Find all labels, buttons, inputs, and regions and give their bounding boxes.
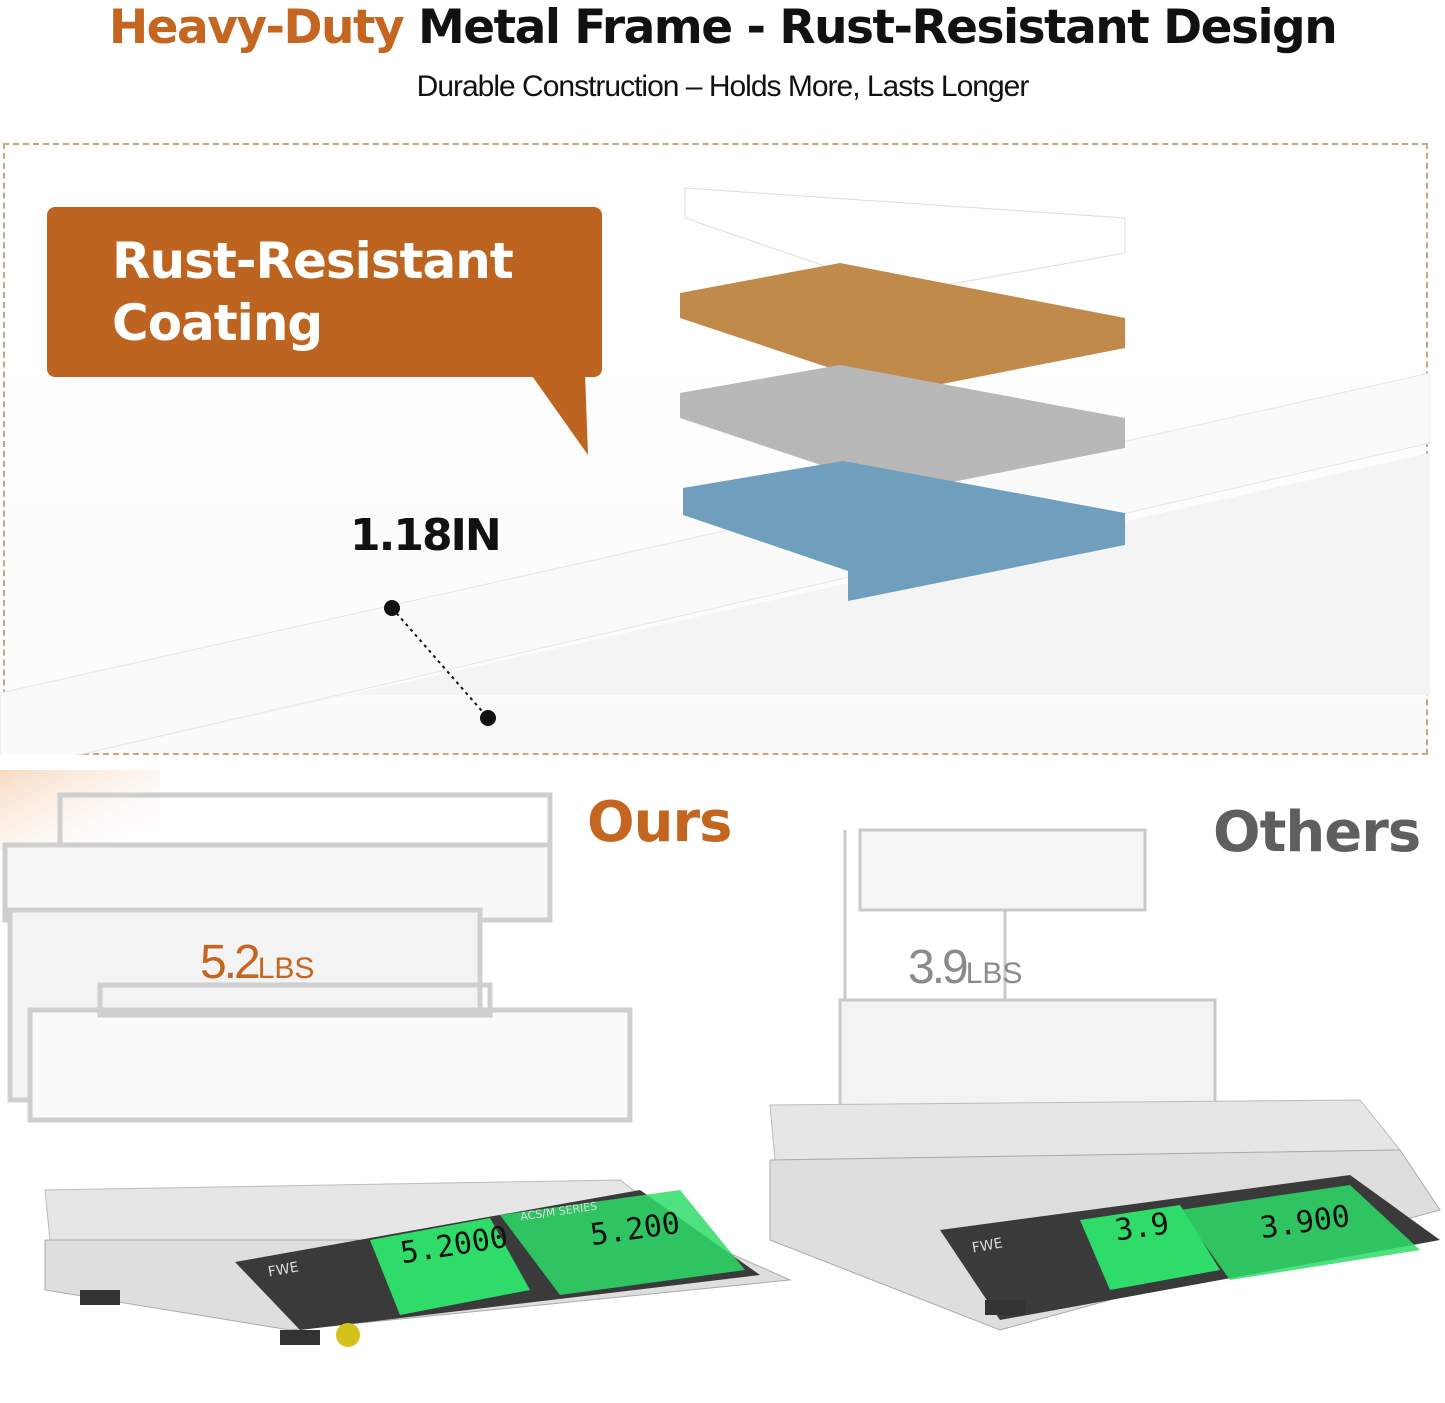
ours-scale <box>44 1179 792 1347</box>
ours-weight-unit: LBS <box>257 952 315 985</box>
thickness-dot-top <box>384 600 400 616</box>
others-weight-value: 3.9 <box>908 941 969 994</box>
coating-illustration <box>0 187 1430 755</box>
others-lcd-2 <box>1180 1185 1420 1280</box>
others-rack <box>838 828 1217 1112</box>
ours-weight: 5.2LBS <box>200 935 314 990</box>
layer-blue <box>683 461 1125 601</box>
ours-lcd-1 <box>370 1218 530 1315</box>
layer-silver <box>680 365 1125 503</box>
others-label: Others <box>1213 800 1421 865</box>
callout-box <box>47 207 602 377</box>
others-weight: 3.9LBS <box>908 940 1022 995</box>
ours-rack <box>2 792 633 1123</box>
subtitle: Durable Construction – Holds More, Lasts… <box>416 70 1030 103</box>
others-weight-unit: LBS <box>965 957 1023 990</box>
ours-weight-value: 5.2 <box>200 936 261 989</box>
ours-label: Ours <box>587 790 732 855</box>
comparison-illustration <box>0 770 1441 1347</box>
others-scale <box>769 1099 1441 1331</box>
page-title: Heavy-Duty Metal Frame - Rust-Resistant … <box>0 0 1445 56</box>
callout-line-1: Rust-Resistant <box>112 232 514 290</box>
thickness-line <box>391 607 489 719</box>
tube-surface <box>0 453 1430 755</box>
callout-tail <box>530 373 588 455</box>
title-rest: Metal Frame - Rust-Resistant Design <box>418 0 1338 55</box>
ours-lcd-2 <box>500 1190 745 1295</box>
callout-line-2: Coating <box>112 294 323 352</box>
others-lcd-reading-1: 3.9 <box>1112 1206 1172 1249</box>
layer-copper <box>680 263 1125 403</box>
title-accent: Heavy-Duty <box>108 0 405 55</box>
others-lcd-1 <box>1080 1205 1220 1290</box>
thickness-label: 1.18IN <box>350 510 502 561</box>
thickness-dot-bottom <box>480 710 496 726</box>
